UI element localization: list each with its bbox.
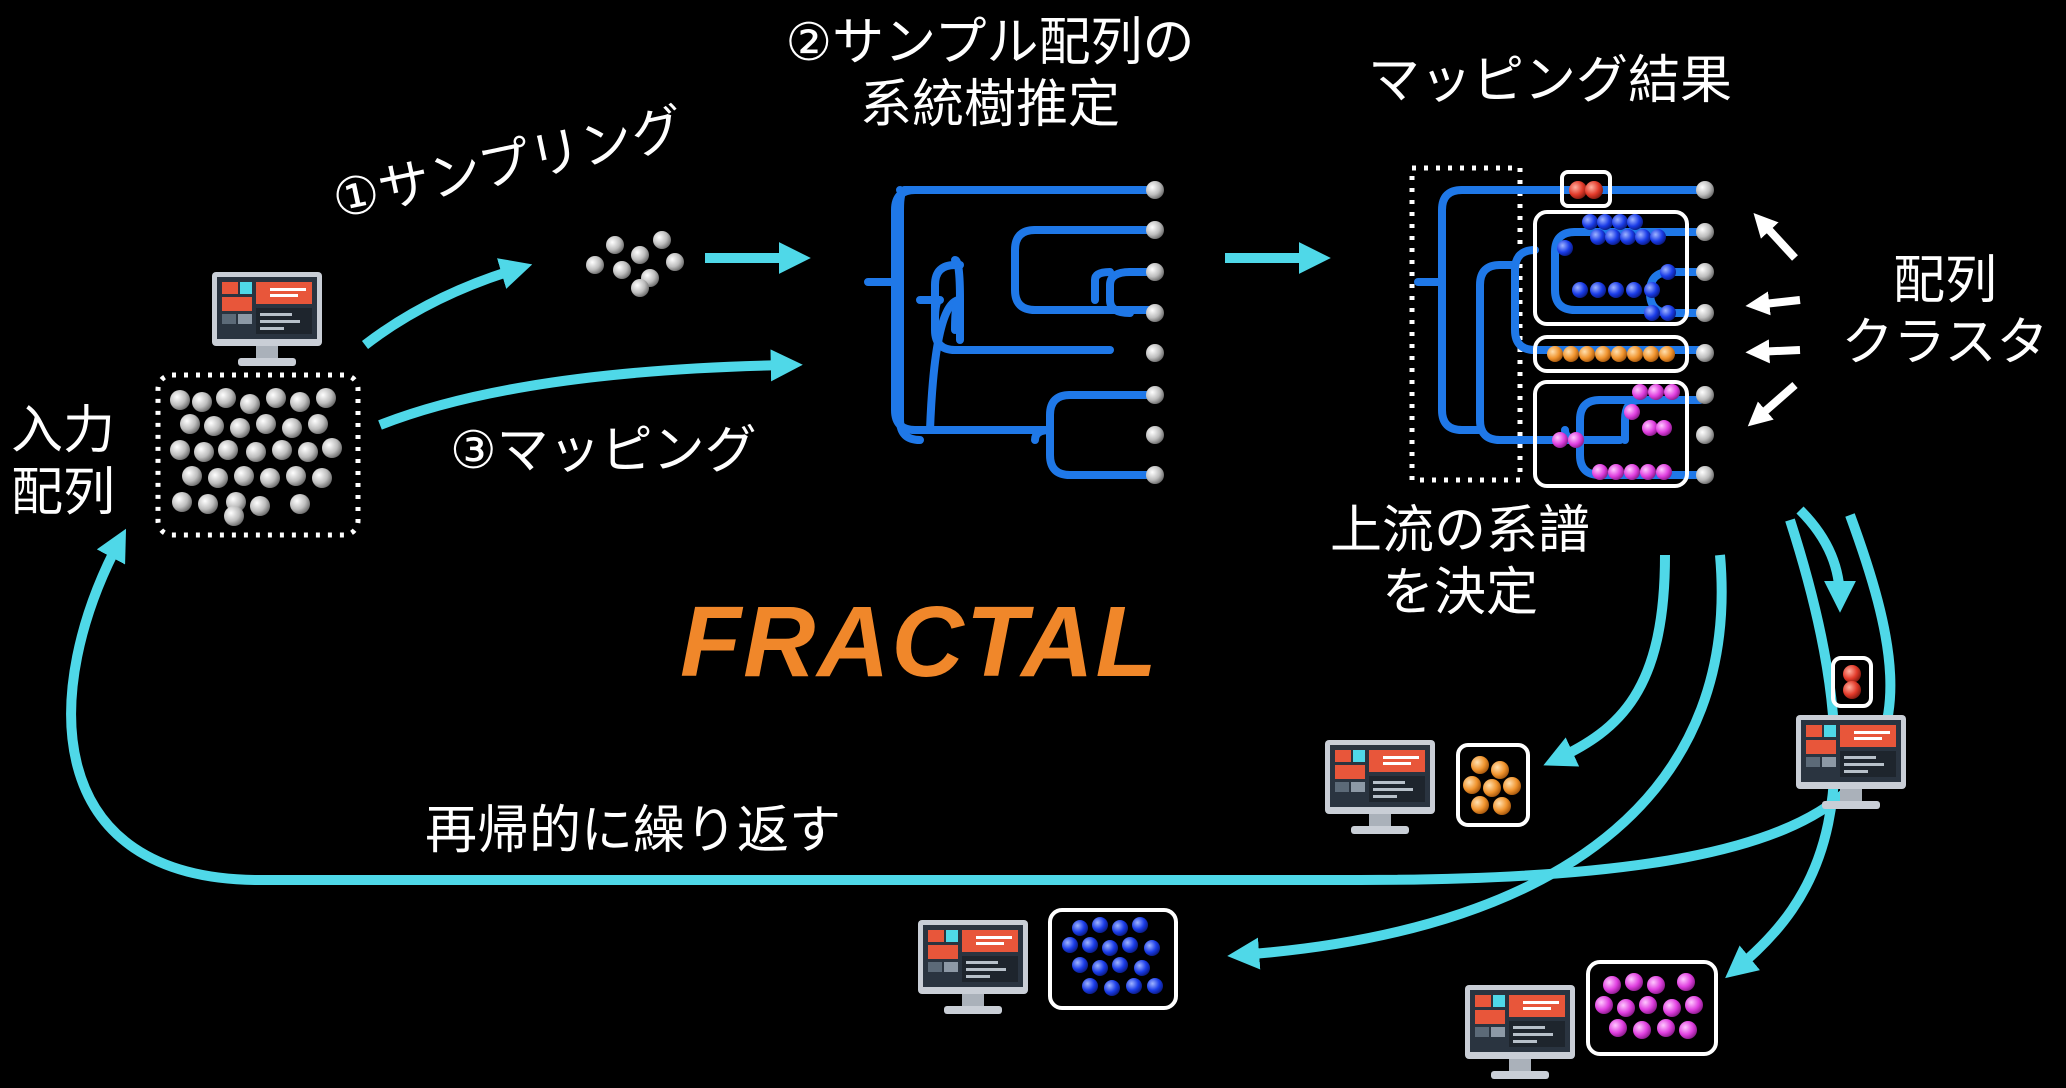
- output-box-magenta: [1586, 960, 1718, 1056]
- clusters-label-line2: クラスタ: [1841, 313, 2049, 373]
- cluster-blue-balls: [1557, 214, 1676, 321]
- sampled-sequences: [586, 231, 684, 297]
- result-tree-leaves: [1696, 181, 1714, 484]
- cluster-box-blue: [1533, 210, 1689, 326]
- cluster-box-magenta: [1533, 380, 1689, 488]
- upstream-lineage-box: [1409, 165, 1523, 483]
- output-box-blue: [1048, 908, 1178, 1010]
- input-sequences-box: [155, 372, 361, 538]
- step3-mapping-label: ③マッピング: [450, 421, 757, 481]
- clusters-label-line1: 配列: [1892, 251, 1997, 311]
- cluster-magenta-balls: [1552, 384, 1680, 480]
- output-blue-balls: [1062, 917, 1163, 996]
- output-orange-balls: [1463, 756, 1521, 815]
- output-red-balls: [1843, 665, 1861, 699]
- sampling-arrow: [361, 258, 533, 349]
- output-box-red: [1831, 656, 1873, 708]
- cluster-box-orange: [1533, 335, 1689, 373]
- step2-tree-estimation-label: ②サンプル配列の 系統樹推定: [740, 12, 1240, 136]
- input-label-line1: 入力: [10, 401, 115, 461]
- cluster-orange-balls: [1547, 346, 1675, 362]
- output-arrows: [1227, 506, 1856, 979]
- mapping-arrow: [378, 349, 803, 430]
- step2-label-line2: 系統樹推定: [859, 75, 1120, 135]
- upstream-label-line2: を決定: [1381, 563, 1538, 623]
- input-sequence-balls: [170, 388, 342, 526]
- sample-tree-leaves: [1146, 181, 1164, 484]
- upstream-label-line1: 上流の系譜: [1329, 501, 1590, 561]
- output-magenta-balls: [1595, 973, 1703, 1039]
- cluster-red-balls: [1569, 181, 1603, 199]
- fractal-title: FRACTAL: [680, 586, 1159, 698]
- input-label-line2: 配列: [10, 463, 115, 523]
- sample-tree-branches: [866, 186, 1154, 479]
- computer-icon: [212, 272, 322, 366]
- step2-label-line1: ②サンプル配列の: [785, 13, 1195, 73]
- output-box-orange: [1456, 743, 1530, 827]
- sequence-clusters-label: 配列 クラスタ: [1825, 250, 2065, 374]
- cluster-box-red: [1560, 170, 1612, 208]
- recurse-arrow: [66, 513, 1896, 885]
- cluster-pointer-arrows: [1745, 212, 1801, 427]
- mapping-result-label: マッピング結果: [1368, 51, 1733, 111]
- recurse-label: 再帰的に繰り返す: [425, 801, 842, 861]
- input-label: 入力 配列: [0, 400, 126, 524]
- upstream-lineage-label: 上流の系譜 を決定: [1300, 500, 1620, 624]
